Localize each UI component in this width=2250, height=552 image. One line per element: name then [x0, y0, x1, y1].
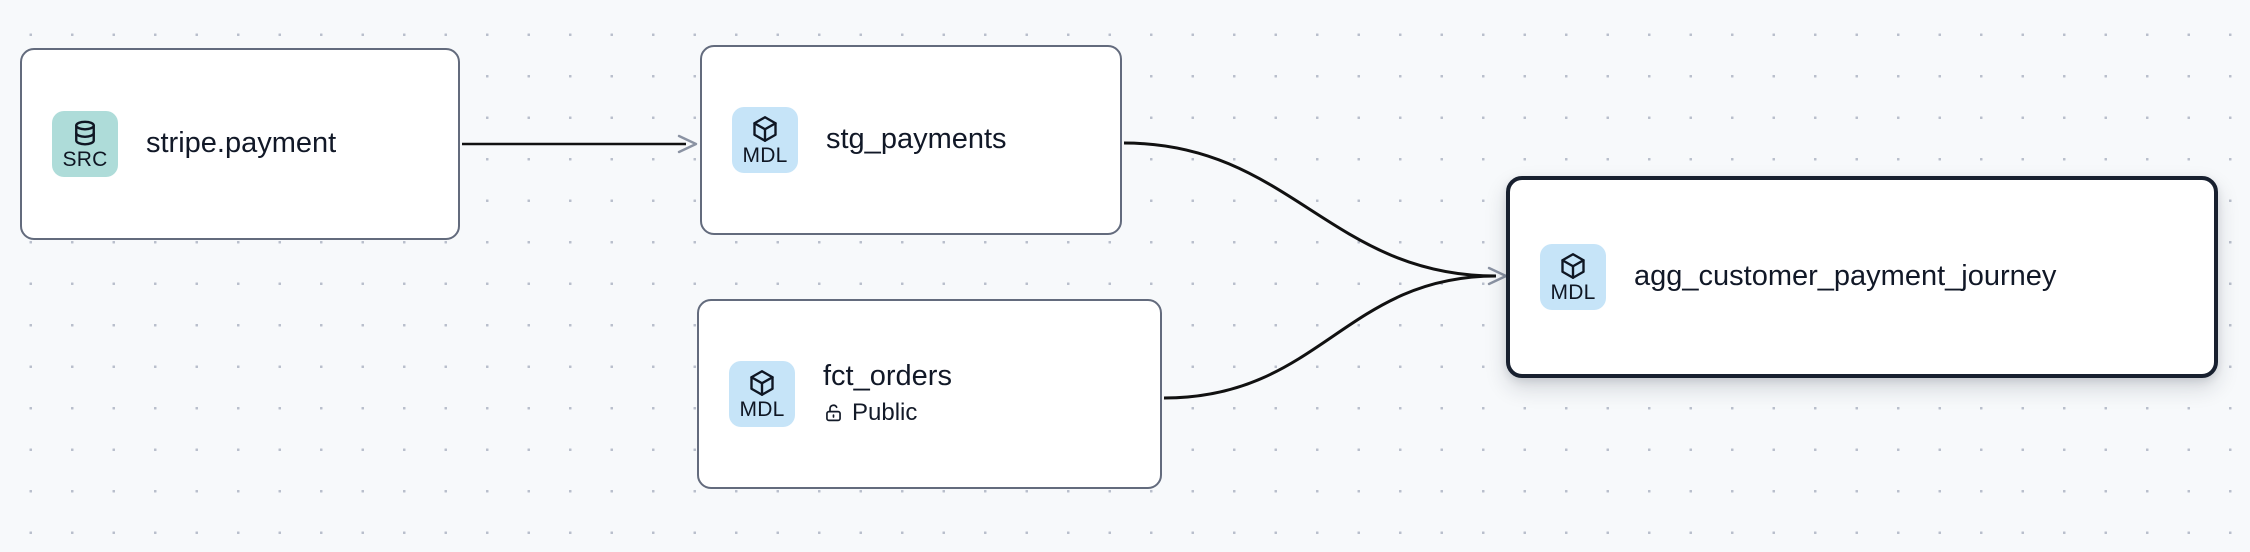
cube-icon: [1558, 251, 1588, 281]
node-type-badge-mdl: MDL: [729, 361, 795, 427]
node-type-badge-mdl: MDL: [1540, 244, 1606, 310]
node-title: stg_payments: [826, 123, 1007, 156]
edge-stg-payments-to-agg-customer: [1123, 141, 1497, 278]
edge-stripe-payment-to-stg-payments: [462, 134, 698, 154]
node-body: stg_payments: [826, 123, 1007, 156]
node-body: stripe.payment: [146, 127, 337, 160]
node-body: fct_orders Public: [823, 361, 952, 426]
node-title: fct_orders: [823, 360, 952, 393]
node-visibility: Public: [823, 399, 952, 427]
database-icon: [70, 118, 100, 148]
visibility-label: Public: [852, 398, 918, 426]
node-type-badge-mdl: MDL: [732, 107, 798, 173]
cube-icon: [750, 114, 780, 144]
badge-label: SRC: [62, 148, 108, 171]
badge-label: MDL: [1550, 281, 1596, 304]
badge-label: MDL: [742, 144, 788, 167]
node-title: agg_customer_payment_journey: [1634, 260, 2057, 293]
edge-fct-orders-to-agg-customer: [1163, 266, 1508, 400]
cube-icon: [747, 368, 777, 398]
node-type-badge-src: SRC: [52, 111, 118, 177]
unlock-icon: [823, 402, 844, 423]
lineage-node-stg-payments[interactable]: MDL stg_payments: [700, 45, 1122, 235]
lineage-node-stripe-payment[interactable]: SRC stripe.payment: [20, 48, 460, 240]
node-title: stripe.payment: [146, 127, 337, 160]
lineage-node-agg-customer-payment-journey[interactable]: MDL agg_customer_payment_journey: [1506, 176, 2218, 378]
lineage-node-fct-orders[interactable]: MDL fct_orders Public: [697, 299, 1162, 489]
node-body: agg_customer_payment_journey: [1634, 260, 2057, 293]
badge-label: MDL: [739, 398, 785, 421]
